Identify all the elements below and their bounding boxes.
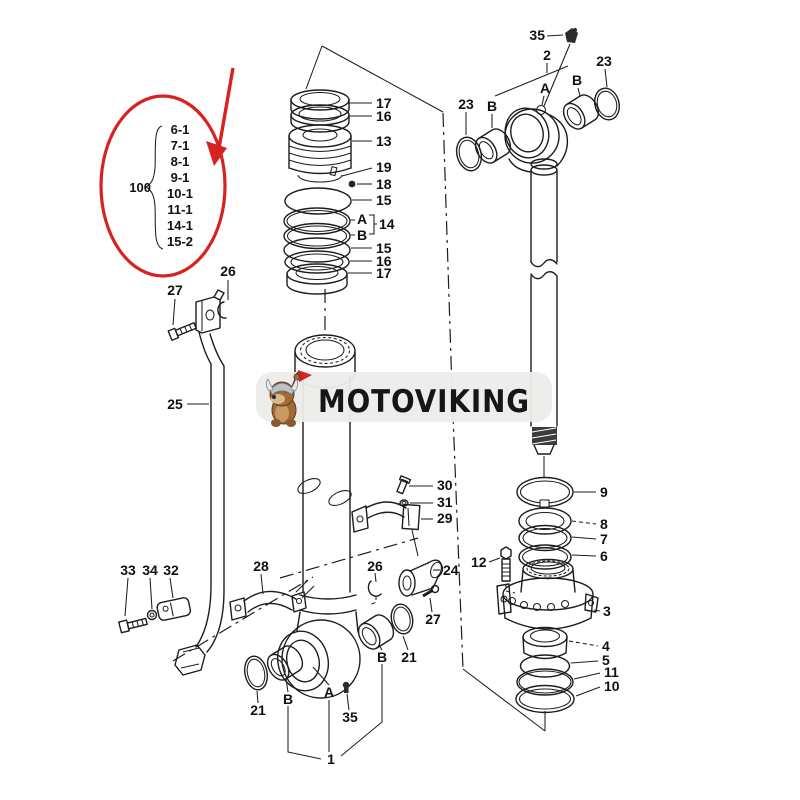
grease-fitting-top-icon xyxy=(565,28,578,43)
part-label-2: 2 xyxy=(543,47,551,63)
bushing-rod-left xyxy=(474,128,512,164)
bolt-33 xyxy=(118,617,148,634)
part-label-14: 14 xyxy=(379,216,395,232)
grease-fitting-bottom-icon xyxy=(342,681,350,693)
bushing-right xyxy=(357,614,395,650)
tube-bottom-eye: 21 B A 35 B 21 1 xyxy=(243,603,417,767)
viking-dog-mascot-icon xyxy=(265,370,312,427)
callout-item: 6-1 xyxy=(171,122,190,137)
part-label-B-rod-left: B xyxy=(487,98,497,114)
mid-clamp-assembly: 30 31 29 26 24 27 xyxy=(351,475,459,627)
part-label-6: 6 xyxy=(600,548,608,564)
part-label-12: 12 xyxy=(471,554,487,570)
piston-stack: 17 16 13 19 18 15 A B 14 15 16 17 xyxy=(283,89,395,295)
bolt-12 xyxy=(500,546,516,594)
seal-ring-23-left xyxy=(455,136,483,172)
callout-item: 11-1 xyxy=(167,202,192,217)
part-label-16b: 16 xyxy=(376,253,392,269)
part-label-4: 4 xyxy=(602,638,610,654)
brand-text: MOTOVIKING xyxy=(318,384,530,420)
part-label-B-right-bottom: B xyxy=(377,649,387,665)
part-label-B-kit: B xyxy=(357,227,367,243)
part-label-17b: 17 xyxy=(376,265,392,281)
callout-item: 9-1 xyxy=(171,170,190,185)
part-label-25: 25 xyxy=(167,396,183,412)
part-label-33: 33 xyxy=(120,562,136,578)
callout-ellipse xyxy=(99,94,227,278)
part-label-B-rod-right: B xyxy=(572,72,582,88)
part-label-B-left-bottom: B xyxy=(283,691,293,707)
part-label-A-kit: A xyxy=(357,211,367,227)
callout-item: 8-1 xyxy=(171,154,190,169)
part-label-3: 3 xyxy=(603,603,611,619)
hose-fitting-24 xyxy=(398,559,444,597)
part-label-7: 7 xyxy=(600,531,608,547)
part-label-23-left: 23 xyxy=(458,96,474,112)
gland-assembly: 3 4 5 11 10 xyxy=(496,558,620,714)
part-label-24: 24 xyxy=(443,562,459,578)
watermark: MOTOVIKING xyxy=(256,370,552,427)
clamp-block-32 xyxy=(156,597,192,621)
callout-arrowhead xyxy=(206,141,227,166)
part-label-17a: 17 xyxy=(376,95,392,111)
callout-item: 10-1 xyxy=(167,186,193,201)
part-label-30: 30 xyxy=(437,477,453,493)
bushing-rod-right xyxy=(562,94,600,130)
part-label-11: 11 xyxy=(604,664,619,680)
part-label-A-rod: A xyxy=(540,80,550,96)
part-label-35-bottom: 35 xyxy=(342,709,358,725)
part-label-9: 9 xyxy=(600,484,608,500)
part-label-29: 29 xyxy=(437,510,453,526)
callout-arrow xyxy=(217,67,235,149)
part-label-35-top: 35 xyxy=(529,27,545,43)
callout-item: 7-1 xyxy=(171,138,190,153)
part-label-26-top: 26 xyxy=(220,263,236,279)
callout-item: 14-1 xyxy=(167,218,193,233)
seal-ring-21-right xyxy=(390,603,414,635)
part-label-16a: 16 xyxy=(376,108,392,124)
part-label-26-mid: 26 xyxy=(367,558,383,574)
seal-ring-21-left xyxy=(243,655,269,691)
part-label-18: 18 xyxy=(376,176,392,192)
pipe-assembly: 27 26 25 xyxy=(167,263,236,676)
part-label-21-right: 21 xyxy=(401,649,417,665)
part-label-21-left: 21 xyxy=(250,702,266,718)
part-label-27-mid: 27 xyxy=(425,611,441,627)
callout-item: 15-2 xyxy=(167,234,193,249)
watermark-pill xyxy=(256,372,552,422)
part-label-31: 31 xyxy=(437,494,453,510)
part-label-32: 32 xyxy=(163,562,179,578)
steel-ball-18 xyxy=(348,180,356,188)
part-label-27-top: 27 xyxy=(167,282,183,298)
bolt-30 xyxy=(396,475,412,495)
part-label-15b: 15 xyxy=(376,240,392,256)
part-label-13: 13 xyxy=(376,133,392,149)
callout-group-100: 100 6-1 7-1 8-1 9-1 10-1 11-1 14-1 15-2 xyxy=(99,67,235,278)
bolt-27-mid xyxy=(422,584,440,598)
part-label-28: 28 xyxy=(253,558,269,574)
part-label-1: 1 xyxy=(327,751,335,767)
rod-seal-rings: 9 8 7 6 12 xyxy=(471,476,608,594)
part-label-10: 10 xyxy=(604,678,620,694)
bolt-27-top xyxy=(167,322,197,341)
part-label-5: 5 xyxy=(602,652,610,668)
part-label-8: 8 xyxy=(600,516,608,532)
part-label-23-right: 23 xyxy=(596,53,612,69)
part-label-19: 19 xyxy=(376,159,392,175)
part-label-15a: 15 xyxy=(376,192,392,208)
bottom-clamp-assembly: 33 34 32 28 xyxy=(118,558,315,634)
part-label-34: 34 xyxy=(142,562,158,578)
bushing-left xyxy=(266,645,304,681)
seal-ring-23-right xyxy=(593,87,621,121)
callout-group-number: 100 xyxy=(129,180,151,195)
rod-assembly: 35 2 23 B A B 23 xyxy=(455,27,621,478)
part-label-A-bottom: A xyxy=(324,684,334,700)
